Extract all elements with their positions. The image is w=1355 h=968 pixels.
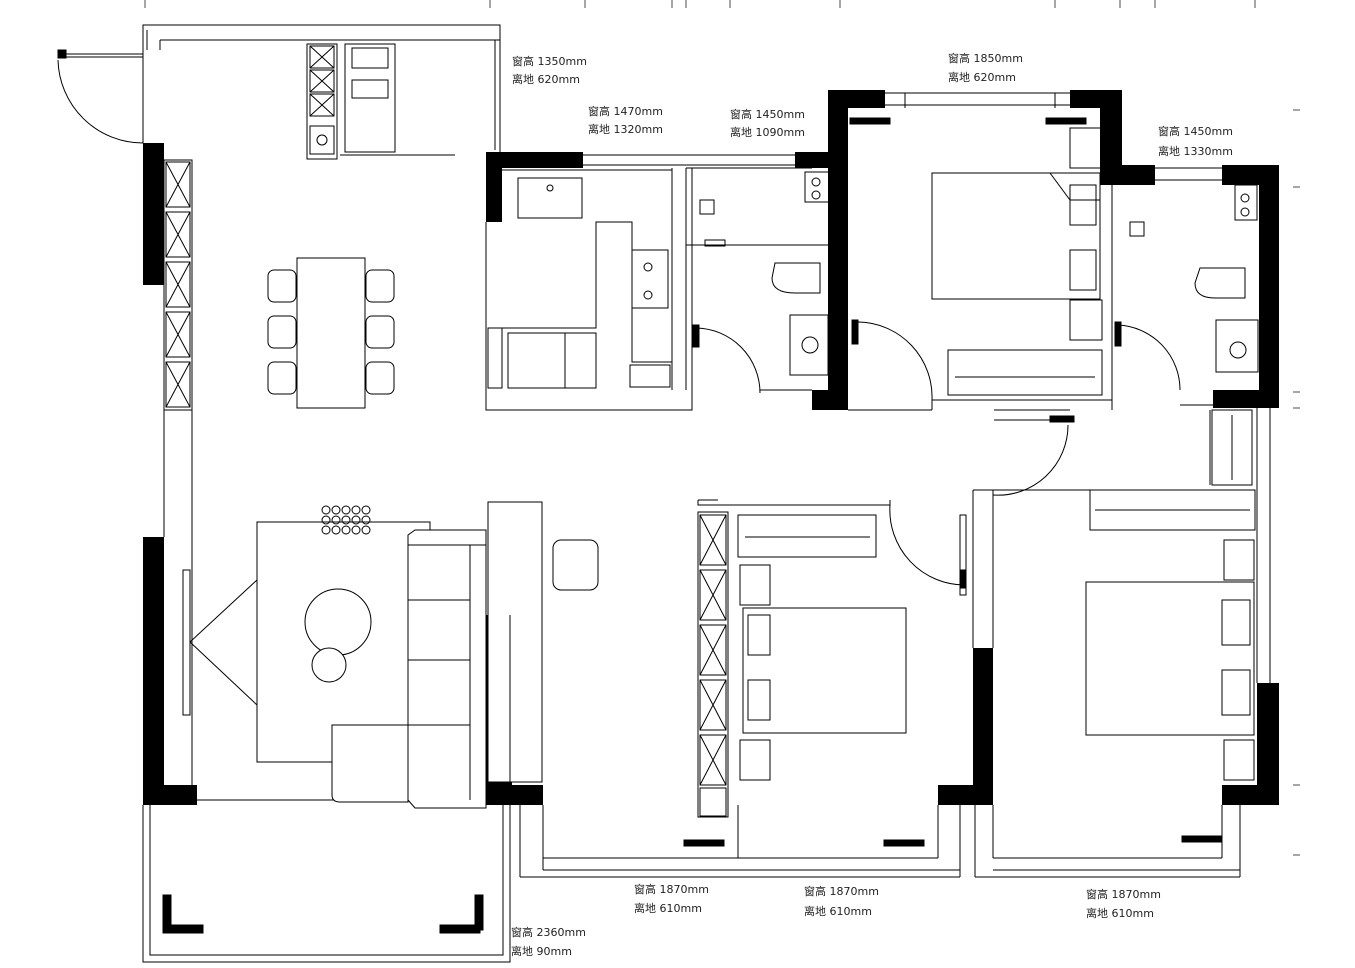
window-label-master-1: 窗高 1850mm [948, 51, 1023, 65]
corridor-door [992, 415, 1075, 496]
window-label-bed3-1: 窗高 1870mm [1086, 887, 1161, 901]
entry-cabinets [306, 43, 455, 160]
living-room-furniture [182, 501, 599, 809]
dimension-ticks [144, 0, 1300, 856]
outline-lines [142, 24, 1271, 963]
window-label-bath1-1: 窗高 1450mm [730, 107, 805, 121]
window-label-master-2: 离地 620mm [948, 70, 1016, 84]
window-label-bed2b-1: 窗高 1870mm [804, 884, 879, 898]
bedroom-3 [1085, 409, 1256, 843]
window-label-bed2-2: 离地 610mm [634, 901, 702, 915]
window-label-entrance-2: 离地 620mm [512, 72, 580, 86]
window-label-bed3-2: 离地 610mm [1086, 906, 1154, 920]
window-label-bed2b-2: 离地 610mm [804, 904, 872, 918]
window-label-bath2-2: 离地 1330mm [1158, 144, 1233, 158]
bathroom-2 [1114, 184, 1259, 391]
balcony-fixtures [162, 894, 484, 934]
window-label-balcony-2: 离地 90mm [511, 944, 572, 958]
bathroom-1 [692, 171, 830, 394]
window-label-bed2-1: 窗高 1870mm [634, 882, 709, 896]
bedroom-2 [683, 504, 967, 847]
window-label-entrance-1: 窗高 1350mm [512, 54, 587, 68]
window-label-bath2-1: 窗高 1450mm [1158, 124, 1233, 138]
window-label-balcony-1: 窗高 2360mm [511, 925, 586, 939]
entrance-door [57, 49, 144, 144]
window-label-kitchen-2: 离地 1320mm [588, 122, 663, 136]
master-bedroom [849, 117, 1103, 401]
window-label-bath1-2: 离地 1090mm [730, 125, 805, 139]
kitchen-counters [487, 169, 673, 389]
window-label-kitchen-1: 窗高 1470mm [588, 104, 663, 118]
window-labels: 窗高 1350mm 离地 620mm 窗高 1470mm 离地 1320mm 窗… [511, 51, 1233, 958]
dining-table [267, 257, 395, 409]
living-wall-cabinets [163, 159, 193, 411]
